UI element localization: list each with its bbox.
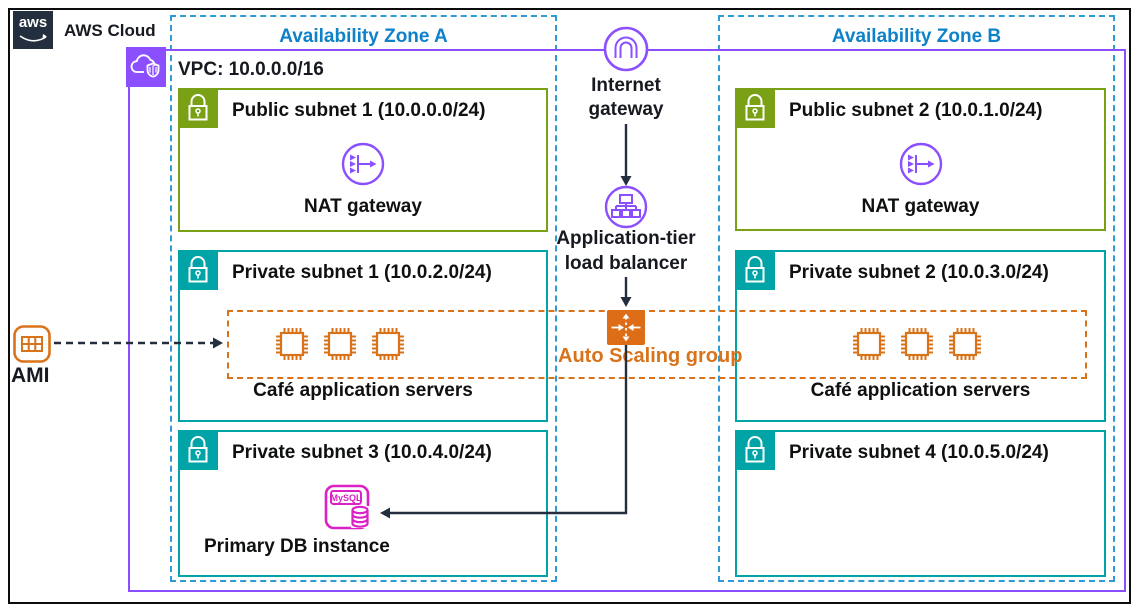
vpc-icon: [126, 47, 166, 87]
public-subnet-lock-icon: [735, 88, 775, 128]
auto-scaling-group-box: [227, 310, 1087, 379]
load-balancer-label: Application-tier load balancer: [556, 228, 696, 274]
auto-scaling-icon: [607, 310, 645, 345]
subnet-private-3: Private subnet 3 (10.0.4.0/24) Primary D…: [178, 430, 548, 577]
aws-cloud-label: AWS Cloud: [64, 21, 156, 40]
availability-zone-a: Availability Zone A: [170, 15, 557, 582]
ec2-instance-icon: [276, 328, 308, 360]
ec2-instance-icon: [853, 328, 885, 360]
auto-scaling-group-label: Auto Scaling group: [558, 345, 743, 367]
ami-icon: [12, 324, 52, 364]
internet-gateway-icon: [602, 25, 650, 73]
subnet-title: Public subnet 2 (10.0.1.0/24): [789, 100, 1043, 121]
public-subnet-lock-icon: [178, 88, 218, 128]
availability-zone-b: Availability Zone B: [718, 15, 1115, 582]
nat-gateway-icon: [899, 142, 943, 186]
internet-gateway-label: Internet gateway: [588, 75, 664, 120]
aws-logo-icon: aws: [13, 11, 53, 49]
primary-db-label: Primary DB instance: [204, 536, 390, 557]
app-server-instances: [274, 326, 406, 362]
nat-gateway-icon: [341, 142, 385, 186]
subnet-title: Public subnet 1 (10.0.0.0/24): [232, 100, 486, 121]
app-server-instances: [851, 326, 983, 362]
aws-logo-text: aws: [18, 14, 48, 31]
nat-gateway-label: NAT gateway: [304, 196, 422, 217]
subnet-private-4: Private subnet 4 (10.0.5.0/24): [735, 430, 1106, 577]
mysql-db-icon: MySQL: [323, 483, 375, 535]
private-subnet-lock-icon: [735, 250, 775, 290]
ec2-instance-icon: [324, 328, 356, 360]
subnet-public-2: Public subnet 2 (10.0.1.0/24) NAT gatewa…: [735, 88, 1106, 231]
subnet-private-2: Private subnet 2 (10.0.3.0/24) Café appl…: [735, 250, 1106, 422]
availability-zone-a-title: Availability Zone A: [279, 26, 448, 47]
aws-smile-icon: [19, 34, 47, 42]
vpc-label: VPC: 10.0.0.0/16: [178, 59, 324, 80]
mysql-badge-text: MySQL: [330, 493, 362, 503]
ami-label: AMI: [11, 364, 50, 387]
subnet-title: Private subnet 4 (10.0.5.0/24): [789, 442, 1049, 463]
aws-cloud-container: [8, 8, 1131, 604]
ec2-instance-icon: [372, 328, 404, 360]
nat-gateway-label: NAT gateway: [861, 196, 980, 217]
private-subnet-lock-icon: [735, 430, 775, 470]
app-servers-label: Café application servers: [810, 380, 1031, 401]
private-subnet-lock-icon: [178, 250, 218, 290]
subnet-title: Private subnet 2 (10.0.3.0/24): [789, 262, 1049, 283]
ec2-instance-icon: [901, 328, 933, 360]
availability-zone-b-title: Availability Zone B: [831, 26, 1002, 47]
ec2-instance-icon: [949, 328, 981, 360]
subnet-public-1: Public subnet 1 (10.0.0.0/24) NAT gatewa…: [178, 88, 548, 232]
subnet-title: Private subnet 1 (10.0.2.0/24): [232, 262, 492, 283]
load-balancer-icon: [604, 185, 648, 229]
subnet-title: Private subnet 3 (10.0.4.0/24): [232, 442, 492, 463]
app-servers-label: Café application servers: [253, 380, 473, 401]
private-subnet-lock-icon: [178, 430, 218, 470]
